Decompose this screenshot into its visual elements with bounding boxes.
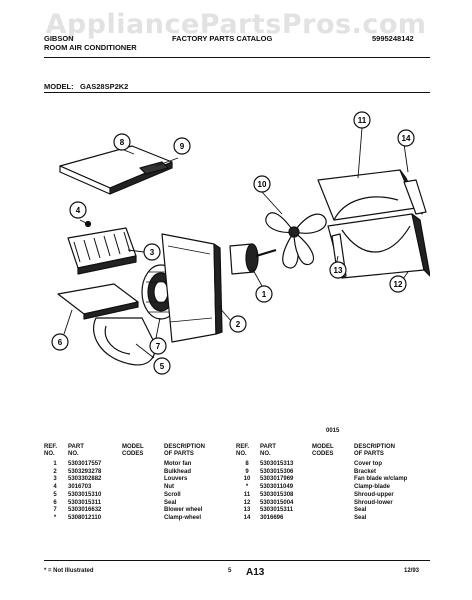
exploded-parts-diagram: 8 9 4 3 6 5 7 2 (51, 111, 430, 375)
bracket-part (139, 161, 169, 175)
svg-text:7: 7 (156, 342, 161, 351)
shroud-upper-part (317, 169, 423, 221)
callout-12: 12 (389, 275, 407, 293)
catalog-number: 5995248142 (372, 34, 414, 43)
product-name: ROOM AIR CONDITIONER (44, 43, 137, 52)
footnote: * = Not Illustrated (44, 568, 94, 574)
section-code: A13 (246, 567, 265, 578)
svg-text:1: 1 (262, 290, 267, 299)
catalog-title: FACTORY PARTS CATALOG (172, 34, 273, 43)
callout-10: 10 (253, 175, 271, 193)
watermark: AppliancePartsPros.com (45, 9, 427, 40)
louvers-part (67, 227, 137, 275)
svg-text:6: 6 (58, 338, 63, 347)
seal-part (57, 283, 139, 320)
callout-1: 1 (255, 285, 273, 303)
callout-11: 11 (353, 111, 371, 129)
svg-text:10: 10 (258, 180, 267, 189)
col-ref: REF.NO. (236, 444, 250, 457)
svg-text:2: 2 (236, 320, 241, 329)
svg-text:11: 11 (358, 116, 367, 125)
motor-fan-part (229, 243, 277, 275)
callout-3: 3 (143, 243, 161, 261)
model-rule (44, 92, 430, 93)
scroll-part (93, 317, 156, 366)
brand-name: GIBSON (44, 34, 74, 43)
callout-13: 13 (329, 261, 347, 279)
svg-text:12: 12 (394, 280, 403, 289)
callout-14: 14 (397, 129, 415, 147)
bulkhead-part (161, 233, 223, 343)
col-ref: REF.NO. (44, 444, 58, 457)
callout-4: 4 (69, 201, 87, 219)
callout-6: 6 (51, 333, 69, 351)
svg-text:5: 5 (160, 362, 165, 371)
svg-text:8: 8 (120, 138, 125, 147)
svg-text:9: 9 (180, 142, 185, 151)
page-number: 5 (228, 568, 232, 574)
print-date: 12/93 (404, 568, 420, 574)
callout-8: 8 (113, 133, 131, 151)
seal-part-14 (403, 179, 427, 215)
model-number: GAS28SP2K2 (80, 82, 129, 91)
svg-text:13: 13 (334, 266, 343, 275)
fan-blade-part (265, 212, 327, 269)
header-rule (44, 57, 430, 58)
svg-text:3: 3 (150, 248, 155, 257)
callout-2: 2 (229, 315, 247, 333)
svg-text:14: 14 (402, 134, 411, 143)
model-label: MODEL: (44, 82, 74, 91)
svg-text:4: 4 (76, 206, 81, 215)
shroud-lower-part (327, 213, 430, 279)
callout-7: 7 (149, 337, 167, 355)
diagram-code: 0015 (326, 428, 340, 434)
footer-rule (44, 560, 430, 561)
callout-5: 5 (153, 357, 171, 375)
callout-9: 9 (173, 137, 191, 155)
